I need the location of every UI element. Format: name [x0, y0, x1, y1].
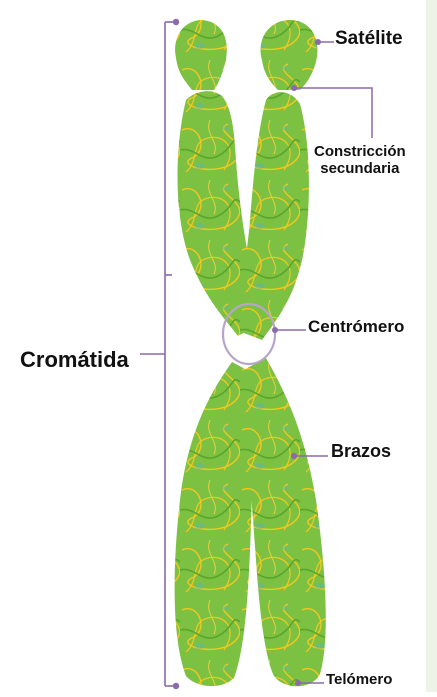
- cromatida-bracket: [140, 22, 176, 686]
- right-lower-arm: [240, 358, 326, 686]
- telomero-dot: [295, 680, 301, 686]
- bracket-bottom-dot: [173, 683, 179, 689]
- side-panel: [426, 0, 437, 692]
- constriccion-label: Constricción secundaria: [314, 143, 406, 178]
- centromero-label: Centrómero: [308, 317, 404, 337]
- cromatida-label: Cromátida: [20, 347, 129, 372]
- right-satellite: [261, 20, 318, 90]
- constriccion-dot: [291, 85, 297, 91]
- bracket-top-dot: [173, 19, 179, 25]
- satelite-label: Satélite: [335, 28, 403, 50]
- right-upper-arm: [236, 92, 309, 340]
- right-chromatid: [236, 20, 326, 686]
- constriccion-pointer: [294, 88, 372, 138]
- telomero-label: Telómero: [326, 671, 392, 688]
- brazos-dot: [291, 453, 297, 459]
- constriccion-label-line1: Constricción: [314, 143, 406, 160]
- constriccion-label-line2: secundaria: [314, 160, 406, 177]
- centromero-dot: [272, 327, 278, 333]
- left-satellite: [175, 20, 227, 90]
- brazos-label: Brazos: [331, 441, 391, 462]
- satelite-dot: [315, 39, 321, 45]
- left-chromatid: [175, 20, 262, 686]
